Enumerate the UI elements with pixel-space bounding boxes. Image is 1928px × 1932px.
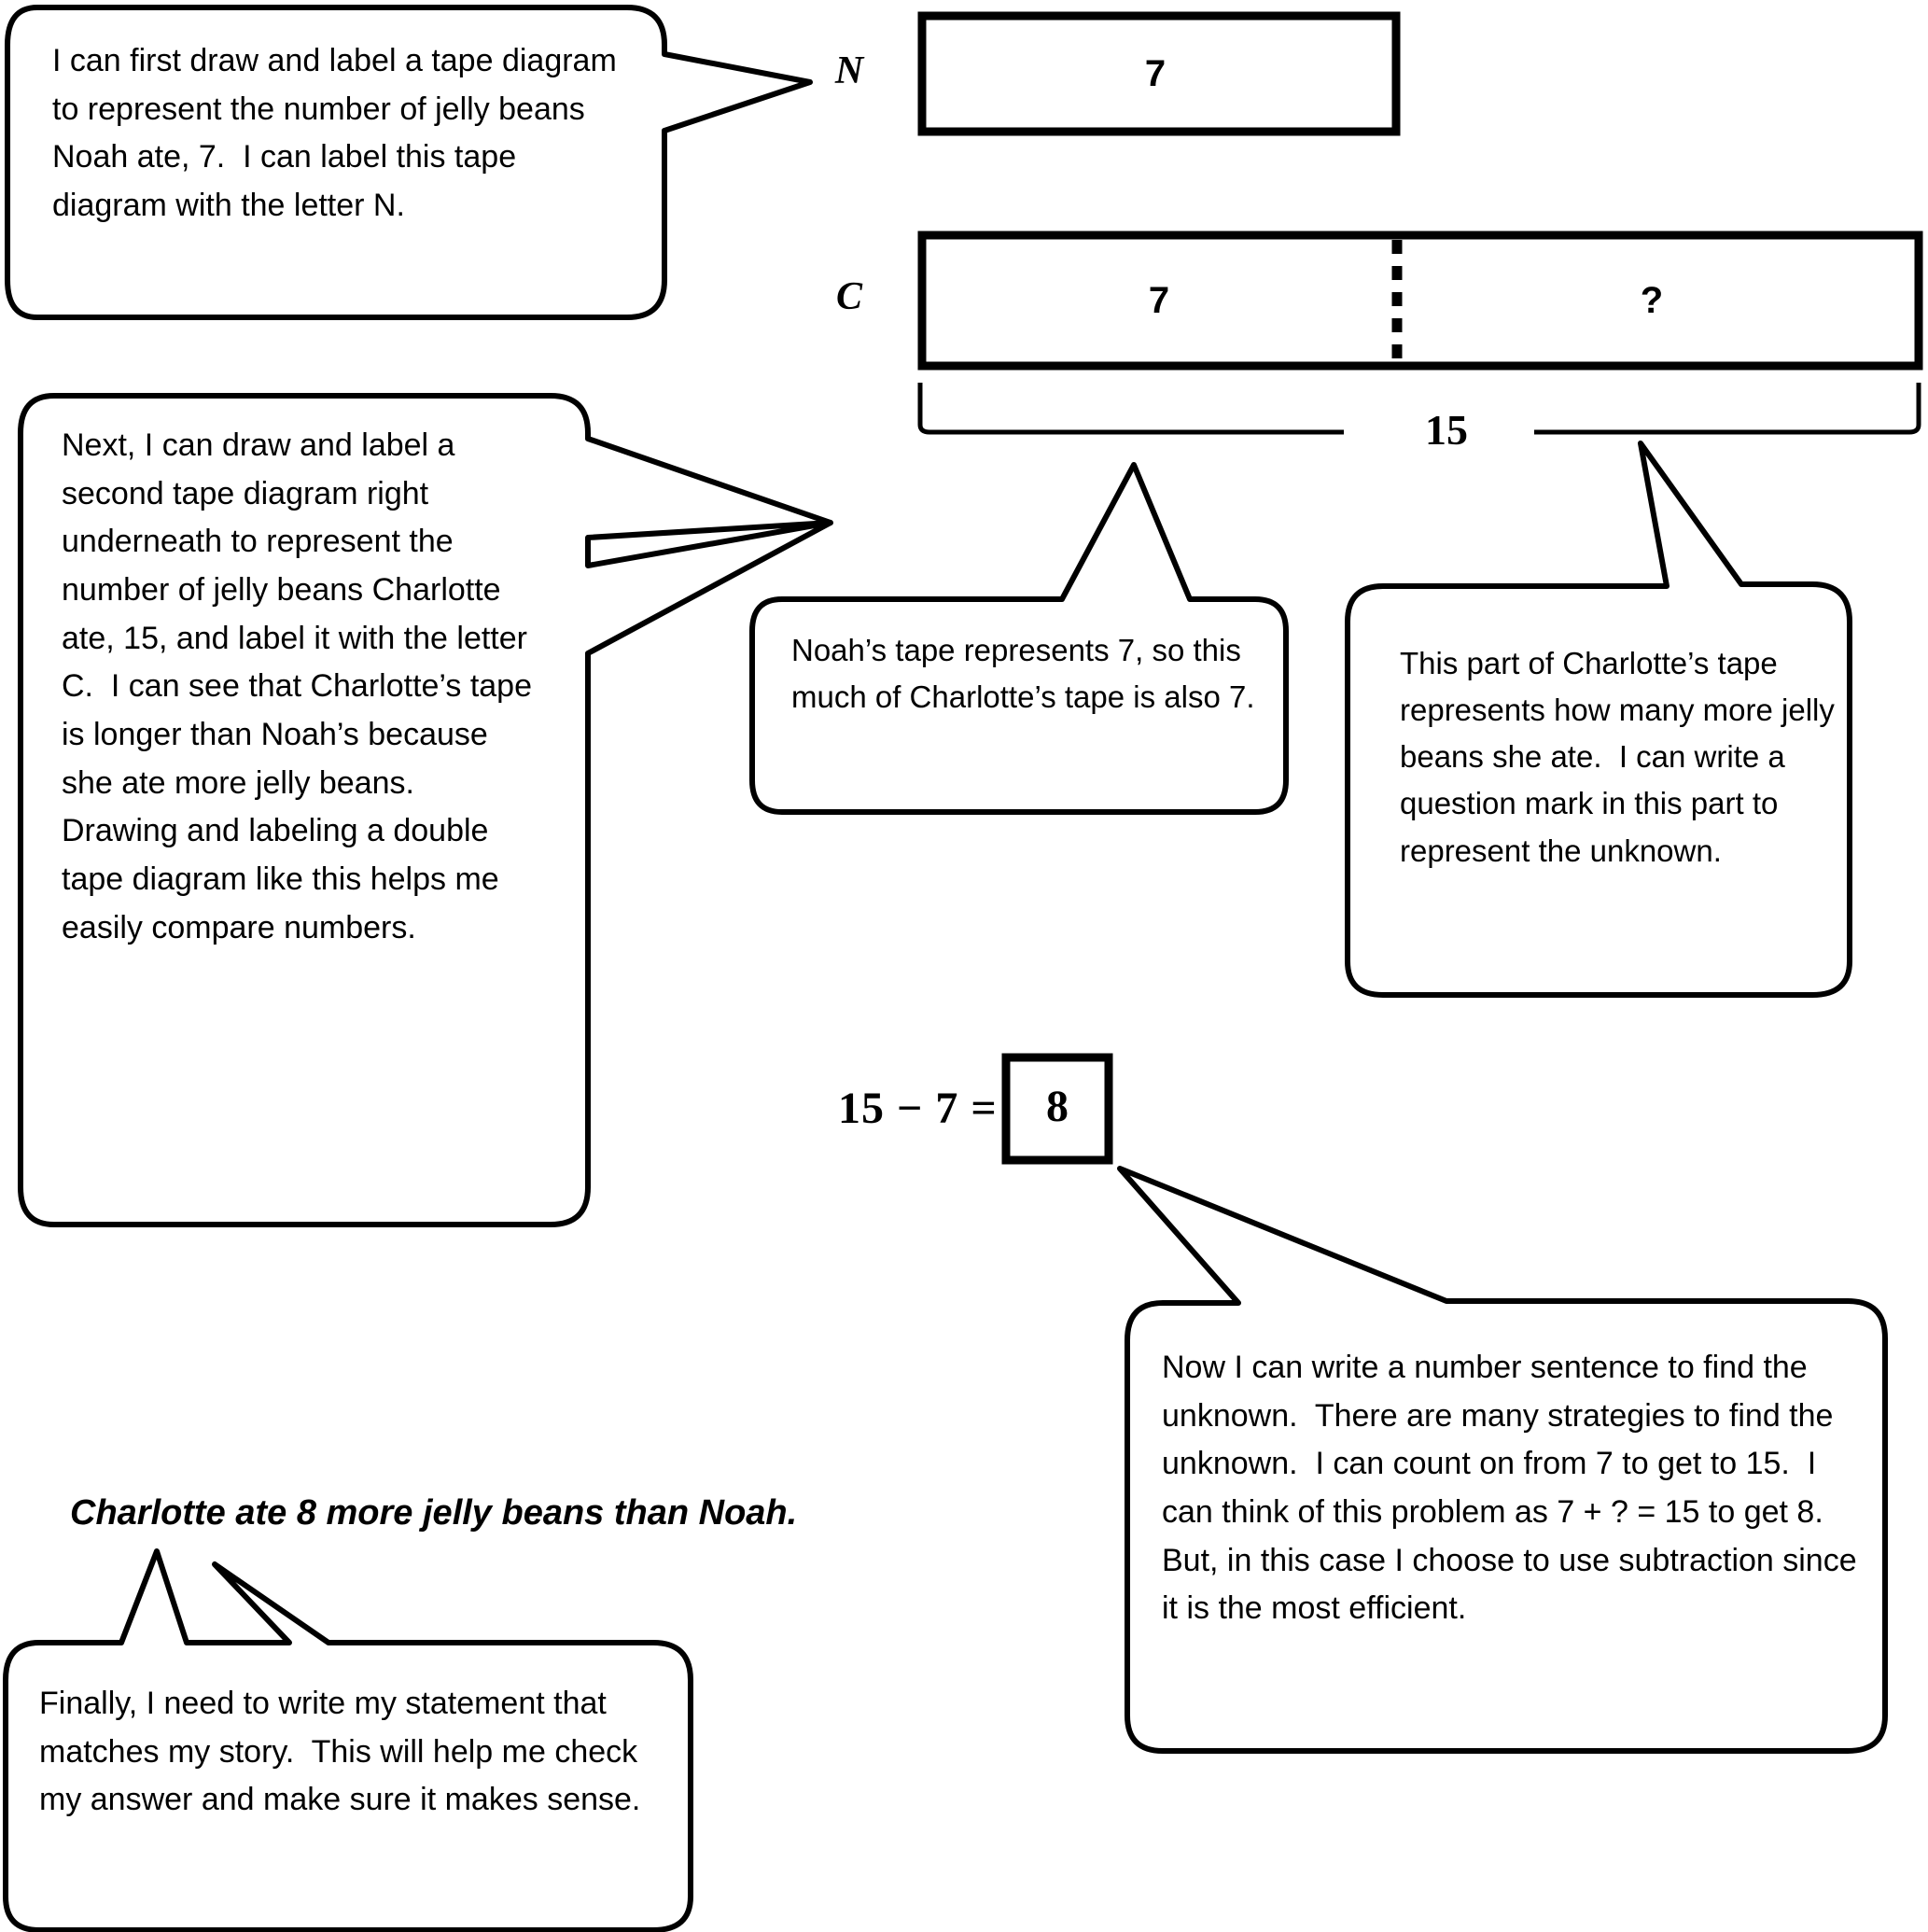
callout-text-final-statement: Finally, I need to write my statement th… (39, 1686, 647, 1818)
total-brace (917, 383, 1344, 435)
callout-bubble-final-statement (3, 1548, 693, 1932)
tape-value-noah: 7 (1144, 53, 1167, 94)
callout-bubble-noah-part (749, 462, 1289, 815)
callout-text-number-sentence: Now I can write a number sentence to fin… (1162, 1350, 1866, 1627)
total-brace-value: 15 (1359, 405, 1534, 455)
callout-text-unknown-part: This part of Charlotte’s tape represents… (1400, 646, 1835, 868)
tape-noah (917, 11, 1401, 136)
equation-answer-box (1001, 1053, 1113, 1165)
tape-value-charlotte-unknown: ? (1640, 280, 1664, 321)
callout-text-step1: I can first draw and label a tape diagra… (52, 43, 626, 224)
callout-bubble-step2 (18, 393, 833, 1227)
equation-answer-value: 8 (1046, 1082, 1069, 1131)
callout-bubble-unknown-part (1345, 441, 1852, 998)
callout-bubble-number-sentence (1117, 1166, 1888, 1754)
tape-label-noah: N (834, 49, 864, 92)
tape-label-charlotte: C (835, 275, 862, 318)
callout-bubble-step1 (5, 5, 813, 320)
answer-statement: Charlotte ate 8 more jelly beans than No… (70, 1493, 798, 1533)
tape-value-charlotte-known: 7 (1148, 280, 1170, 321)
callout-text-step2: Next, I can draw and label a second tape… (62, 427, 532, 945)
total-brace-right (1519, 383, 1921, 435)
callout-text-noah-part: Noah’s tape represents 7, so this much o… (791, 633, 1255, 715)
tape-charlotte (917, 231, 1923, 371)
equation-expression: 15 − 7 = (838, 1084, 998, 1133)
